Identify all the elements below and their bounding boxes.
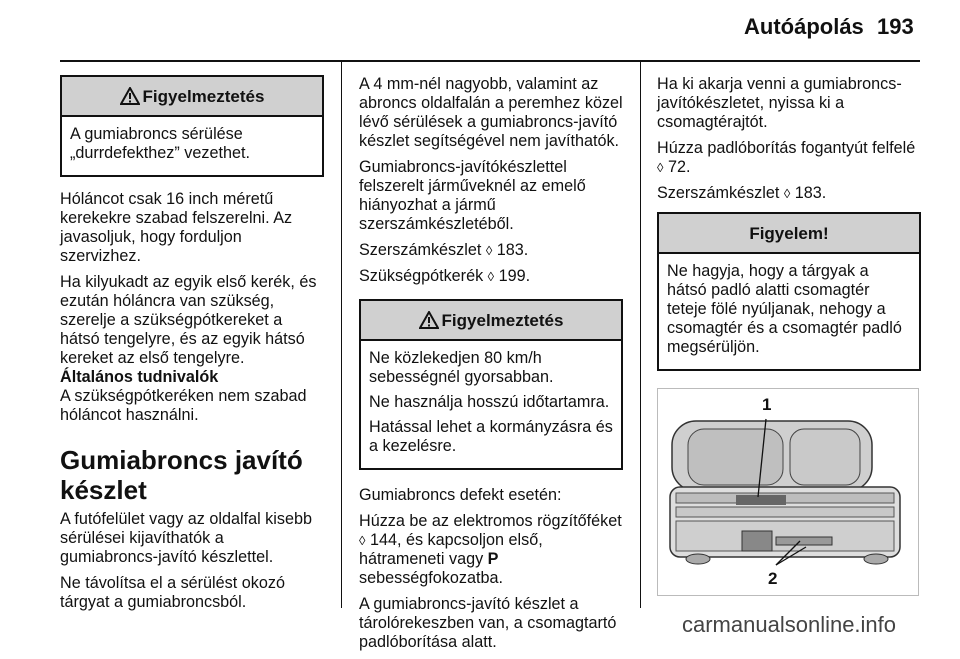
page-header-title: Autóápolás (744, 14, 864, 39)
section-heading: Gumiabroncs javító készlet (60, 445, 303, 505)
warning-title: Figyelmeztetés (441, 310, 564, 330)
warning-box: Figyelmeztetés A gumiabroncs sérülése „d… (60, 75, 324, 177)
paragraph: Ha ki akarja venni a gumiabroncs-javítók… (657, 75, 902, 131)
paragraph: Szerszámkészlet ◊ 183. (359, 241, 529, 259)
column-1: Figyelmeztetés A gumiabroncs sérülése „d… (60, 75, 324, 619)
page-reference[interactable]: 183. (794, 184, 827, 202)
paragraph: Szükségpótkerék ◊ 199. (359, 267, 531, 285)
column-3: Ha ki akarja venni a gumiabroncs-javítók… (657, 75, 921, 596)
paragraph: Szerszámkészlet ◊ 183. (657, 184, 827, 202)
paragraph: Ha kilyukadt az egyik első kerék, és ezu… (60, 273, 317, 367)
column-divider-2 (640, 62, 641, 608)
paragraph: Húzza be az elektromos rögzítőféket ◊ 14… (359, 512, 622, 587)
gear-position-p: P (487, 550, 499, 568)
subheading: Általános tudnivalók (60, 368, 219, 386)
paragraph: A gumiabroncs-javító készlet a tárolórek… (359, 595, 617, 651)
header-rule (60, 60, 920, 62)
page-reference[interactable]: 199. (498, 267, 531, 285)
reference-arrow-icon: ◊ (657, 160, 664, 175)
paragraph: A futófelület vagy az oldalfal kisebb sé… (60, 510, 312, 566)
warning-icon (418, 311, 439, 329)
reference-arrow-icon: ◊ (487, 269, 495, 284)
figure-label-1: 1 (762, 395, 772, 414)
figure-label-2: 2 (768, 569, 778, 588)
page-reference[interactable]: 72. (667, 158, 691, 176)
warning-text: Ne közlekedjen 80 km/h sebességnél gyors… (369, 349, 554, 386)
warning-icon (119, 87, 140, 105)
warning-box: Figyelmeztetés Ne közlekedjen 80 km/h se… (359, 299, 623, 470)
page-reference[interactable]: 183. (496, 241, 529, 259)
reference-arrow-icon: ◊ (359, 533, 366, 548)
warning-text: A gumiabroncs sérülése „durrdefekthez” v… (70, 125, 250, 162)
notice-box: Figyelem! Ne hagyja, hogy a tárgyak a há… (657, 212, 921, 371)
paragraph: Hóláncot csak 16 inch méretű kerekekre s… (60, 190, 293, 265)
notice-title: Figyelem! (749, 223, 829, 243)
repair-kit-figure: 1 2 (657, 388, 919, 596)
paragraph: A 4 mm-nél nagyobb, valamint az abroncs … (359, 75, 623, 150)
warning-title: Figyelmeztetés (142, 86, 265, 106)
warning-text: Ne használja hosszú időtartamra. (369, 393, 610, 411)
paragraph: Ne távolítsa el a sérülést okozó tárgyat… (60, 574, 285, 611)
reference-arrow-icon: ◊ (783, 186, 791, 201)
reference-arrow-icon: ◊ (485, 243, 493, 258)
compressor-illustration (658, 389, 918, 595)
page-number: 193 (877, 14, 914, 39)
warning-text: Hatással lehet a kormányzásra és a kezel… (369, 418, 613, 455)
column-divider-1 (341, 62, 342, 608)
notice-text: Ne hagyja, hogy a tárgyak a hátsó padló … (667, 262, 902, 356)
paragraph: A szükségpótkeréken nem szabad hóláncot … (60, 387, 307, 424)
paragraph: Gumiabroncs-javítókészlettel felszerelt … (359, 158, 586, 233)
paragraph: Gumiabroncs defekt esetén: (359, 486, 562, 504)
column-2: A 4 mm-nél nagyobb, valamint az abroncs … (359, 75, 623, 659)
paragraph: Húzza padlóborítás fogantyút felfelé ◊ 7… (657, 139, 916, 176)
watermark: carmanualsonline.info (682, 612, 897, 637)
